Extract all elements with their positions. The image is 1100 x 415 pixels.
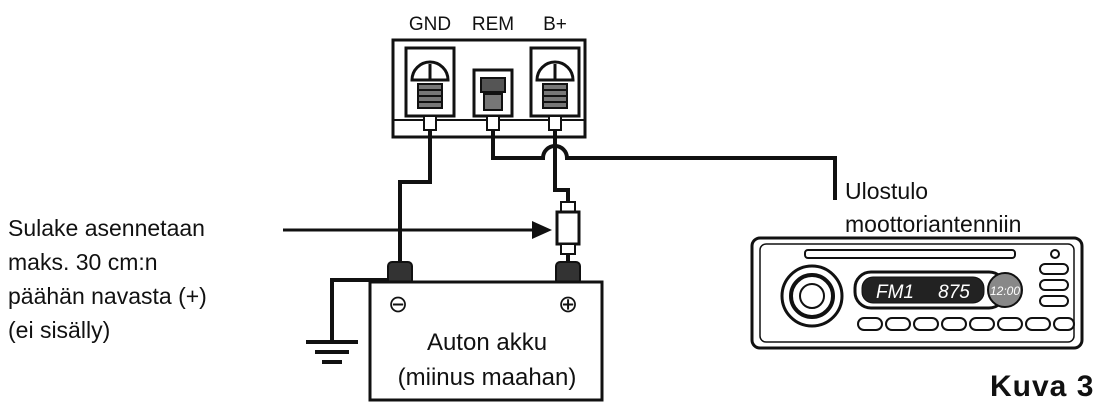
gnd-wire xyxy=(398,130,432,262)
rem-wire xyxy=(491,130,837,200)
battery-plus-symbol: ⊕ xyxy=(558,291,578,318)
fuse-note-line-3: päähän navasta (+) xyxy=(8,283,207,309)
radio-frequency: 875 xyxy=(938,282,970,303)
terminal-label-bplus: B+ xyxy=(543,14,567,35)
arrow-right-icon xyxy=(283,221,552,239)
figure-label: Kuva 3 xyxy=(990,370,1095,403)
fuse-note-line-4: (ei sisälly) xyxy=(8,317,111,343)
fuse-note-line-2: maks. 30 cm:n xyxy=(8,249,158,275)
wires xyxy=(330,130,837,340)
radio-clock: 12:00 xyxy=(990,284,1020,298)
output-note-line-2: moottoriantenniin xyxy=(845,211,1022,237)
terminal-label-gnd: GND xyxy=(409,14,451,35)
car-radio: FM1 875 12:00 xyxy=(750,236,1084,350)
terminal-block: GND REM B+ xyxy=(391,14,587,139)
ground-symbol-icon xyxy=(306,340,358,364)
radio-preset-buttons xyxy=(857,317,1075,331)
car-battery: ⊖ ⊕ Auton akku (miinus maahan) xyxy=(368,280,604,402)
bplus-wire-upper xyxy=(553,130,570,205)
fuse-note-line-1: Sulake asennetaan xyxy=(8,215,205,241)
battery-minus-symbol: ⊖ xyxy=(388,291,408,318)
ground-wire xyxy=(330,278,392,340)
radio-band: FM1 xyxy=(876,282,914,303)
battery-label: Auton akku xyxy=(427,329,547,356)
fuse-icon xyxy=(555,201,581,255)
rem-terminal xyxy=(472,68,514,131)
battery-sublabel: (miinus maahan) xyxy=(398,364,577,391)
terminal-label-rem: REM xyxy=(472,14,514,35)
gnd-screw-terminal xyxy=(404,46,456,131)
output-note-line-1: Ulostulo xyxy=(845,178,929,204)
